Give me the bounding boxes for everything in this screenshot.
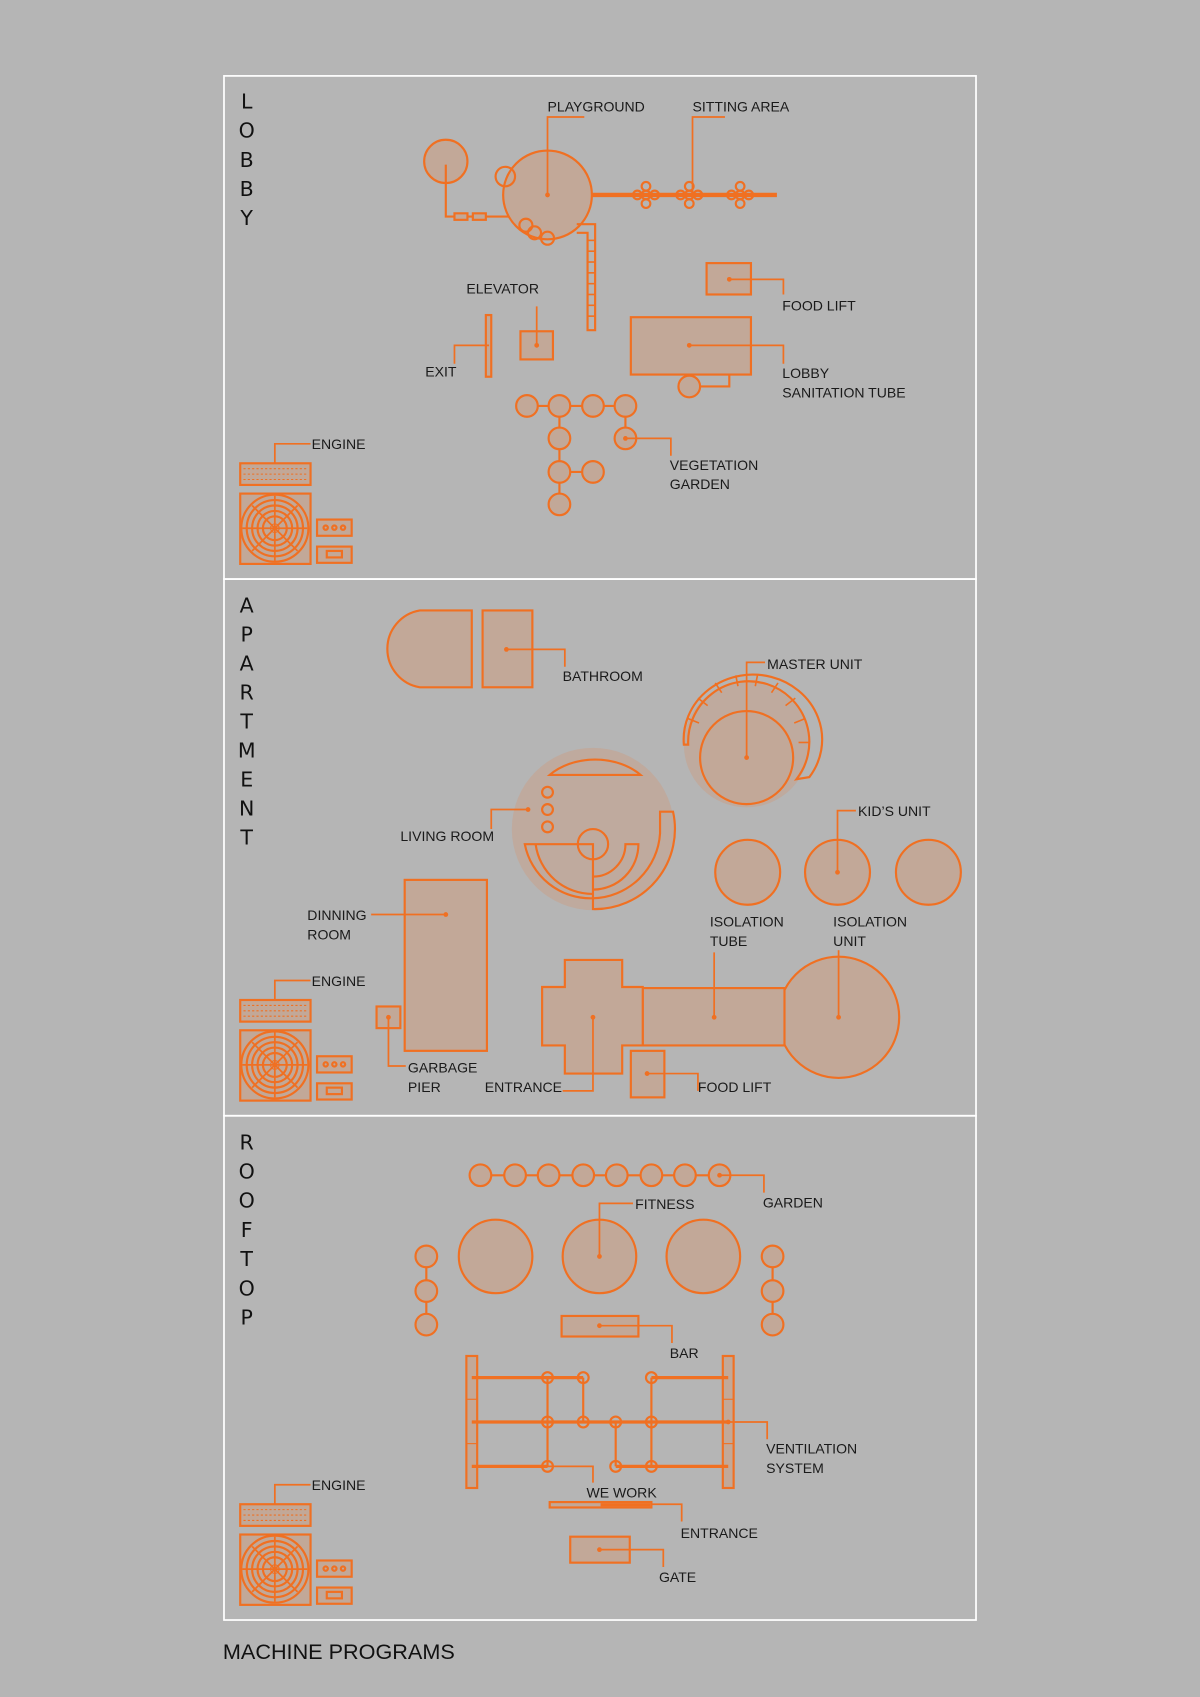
label-dinning-2: ROOM bbox=[307, 926, 351, 942]
label-rooftop-entrance: ENTRANCE bbox=[681, 1525, 758, 1541]
master-unit-shape bbox=[682, 673, 824, 808]
label-isolation-unit-1: ISOLATION bbox=[833, 913, 907, 929]
label-exit: EXIT bbox=[425, 364, 457, 380]
label-playground: PLAYGROUND bbox=[548, 99, 645, 115]
dinning-room-shape bbox=[403, 878, 489, 1052]
title-letter: O bbox=[239, 1189, 255, 1213]
label-isolation-unit-2: UNIT bbox=[833, 933, 866, 949]
label-garbage-2: PIER bbox=[408, 1079, 441, 1095]
living-room-shape bbox=[511, 747, 676, 911]
label-vegetation-1: VEGETATION bbox=[670, 457, 758, 473]
label-apartment-engine: ENGINE bbox=[312, 973, 366, 989]
label-dinning-1: DINNING bbox=[307, 907, 366, 923]
ventilation-system-shape bbox=[465, 1354, 735, 1490]
title-letter: Y bbox=[239, 206, 253, 230]
label-gate: GATE bbox=[659, 1569, 696, 1585]
lobby-plan bbox=[239, 116, 785, 566]
apartment-engine-shape bbox=[239, 979, 353, 1102]
title-letter: L bbox=[241, 89, 253, 113]
kids-unit-shape bbox=[714, 838, 782, 906]
title-letter: P bbox=[241, 623, 253, 647]
label-apartment-entrance: ENTRANCE bbox=[485, 1079, 562, 1095]
title-letter: B bbox=[240, 177, 254, 201]
rooftop-panel bbox=[223, 1114, 977, 1621]
label-fitness: FITNESS bbox=[635, 1196, 694, 1212]
garden-shape bbox=[468, 1163, 732, 1188]
label-isolation-tube-1: ISOLATION bbox=[710, 913, 784, 929]
label-living-room: LIVING ROOM bbox=[400, 828, 494, 844]
title-letter: B bbox=[240, 148, 254, 172]
label-ventilation-2: SYSTEM bbox=[766, 1460, 824, 1476]
title-letter: O bbox=[239, 119, 255, 143]
label-apartment-food-lift: FOOD LIFT bbox=[698, 1079, 772, 1095]
lobby-panel bbox=[223, 75, 977, 580]
title-letter: T bbox=[239, 710, 253, 734]
bathroom-round-shape bbox=[386, 609, 473, 689]
title-letter: T bbox=[239, 1247, 253, 1271]
title-letter: O bbox=[239, 1276, 255, 1300]
vegetation-garden-shape bbox=[515, 394, 638, 517]
label-bar: BAR bbox=[670, 1345, 699, 1361]
kids-unit-shape bbox=[894, 838, 962, 906]
title-letter: N bbox=[239, 797, 254, 821]
label-ventilation-1: VENTILATION bbox=[766, 1440, 857, 1456]
title-letter: M bbox=[238, 739, 256, 763]
label-lobby-engine: ENGINE bbox=[312, 436, 366, 452]
title-letter: F bbox=[241, 1218, 253, 1242]
label-elevator: ELEVATOR bbox=[466, 280, 539, 296]
title-letter: T bbox=[239, 826, 253, 850]
label-master-unit: MASTER UNIT bbox=[767, 656, 863, 672]
label-garbage-1: GARBAGE bbox=[408, 1059, 477, 1075]
label-vegetation-2: GARDEN bbox=[670, 476, 730, 492]
label-isolation-tube-2: TUBE bbox=[710, 933, 747, 949]
label-rooftop-engine: ENGINE bbox=[312, 1477, 366, 1493]
label-sitting-area: SITTING AREA bbox=[693, 99, 790, 115]
fitness-shape bbox=[665, 1218, 742, 1295]
label-lobby-food-lift: FOOD LIFT bbox=[782, 298, 856, 314]
label-sanitation-2: SANITATION TUBE bbox=[782, 384, 905, 400]
title-letter: E bbox=[240, 768, 253, 792]
sitting-area-shape bbox=[631, 180, 755, 210]
title-letter: O bbox=[239, 1160, 255, 1184]
title-letter: R bbox=[240, 1130, 254, 1154]
title-letter: R bbox=[240, 681, 254, 705]
rooftop-engine-shape bbox=[239, 1483, 353, 1606]
label-we-work: WE WORK bbox=[586, 1485, 657, 1501]
title-letter: A bbox=[240, 652, 254, 676]
rooftop-plan bbox=[239, 1163, 785, 1606]
title-letter: P bbox=[241, 1306, 253, 1330]
label-kids-unit: KID’S UNIT bbox=[858, 803, 931, 819]
fitness-shape bbox=[457, 1218, 534, 1295]
apartment-plan bbox=[239, 609, 962, 1102]
title-letter: A bbox=[240, 594, 254, 618]
label-sanitation-1: LOBBY bbox=[782, 365, 829, 381]
label-garden: GARDEN bbox=[763, 1195, 823, 1211]
lobby-engine-shape bbox=[239, 442, 353, 566]
label-bathroom: BATHROOM bbox=[563, 668, 643, 684]
page-title: MACHINE PROGRAMS bbox=[223, 1639, 455, 1664]
